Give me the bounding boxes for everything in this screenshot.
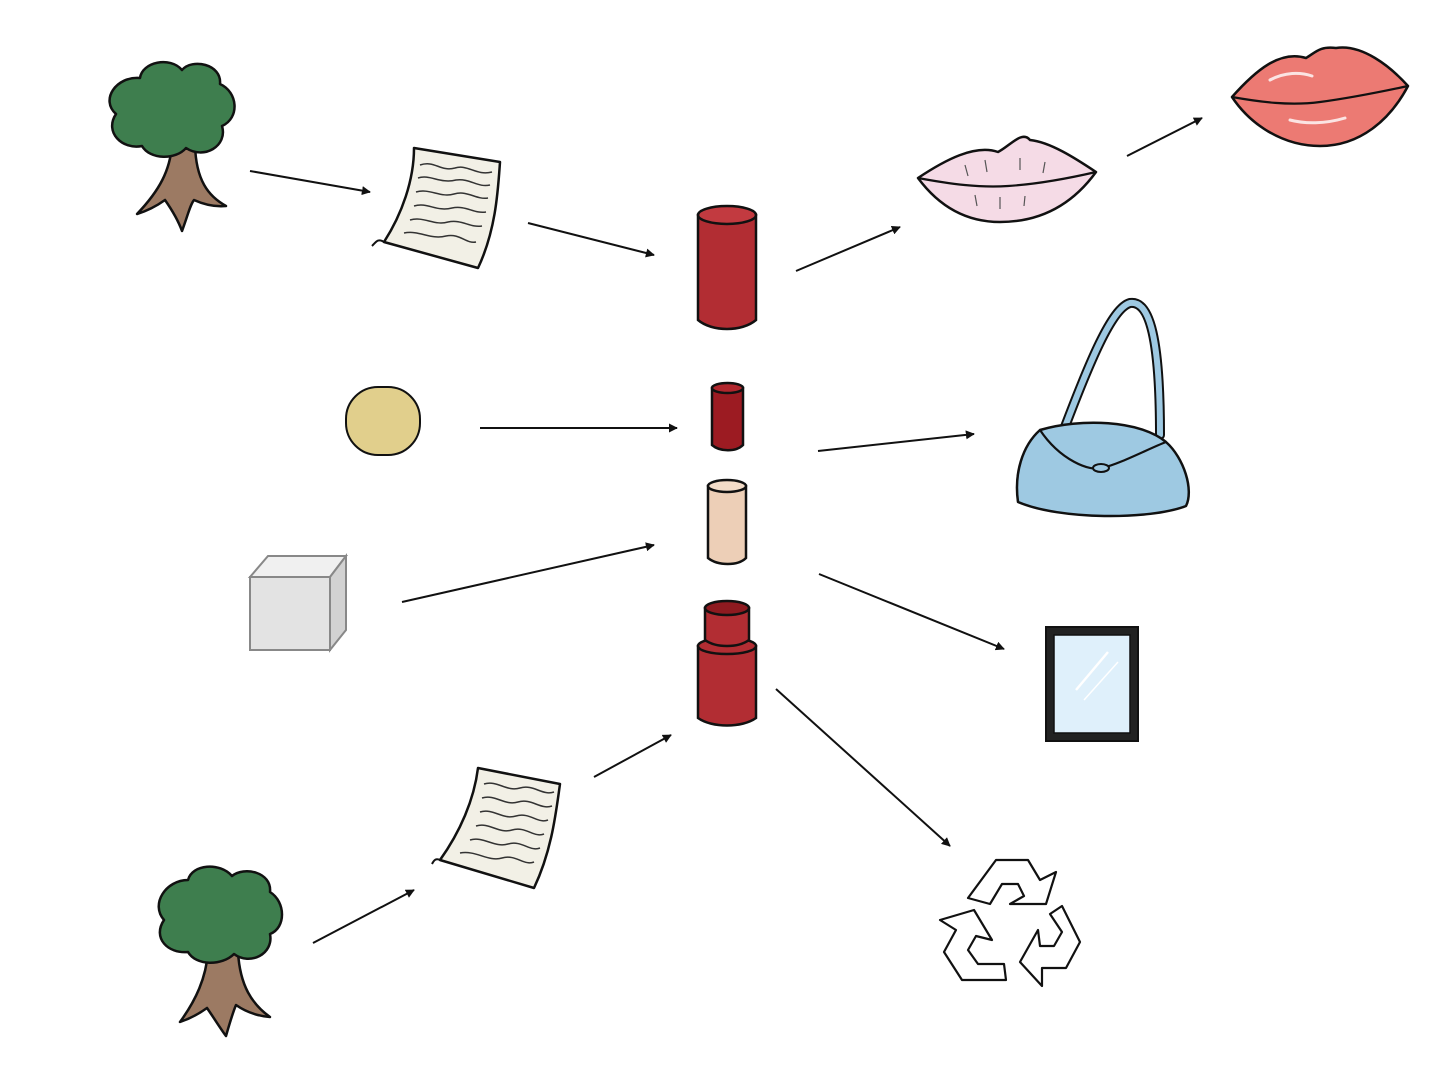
- handbag-icon: [1015, 297, 1191, 518]
- arrow-tube-large-to-lips-pale: [795, 226, 901, 272]
- arrow-cube-to-tube-beige: [401, 542, 655, 603]
- pale-lips-icon: [916, 135, 1098, 224]
- tree-icon: [157, 865, 284, 1038]
- mirror-icon: [1045, 626, 1139, 742]
- wax-disc-icon: [345, 386, 421, 456]
- paper-sheet-icon: [431, 766, 562, 890]
- arrow-tree-bottom-to-paper-bottom: [312, 889, 415, 944]
- capped-red-cylinder-icon: [696, 599, 758, 727]
- arrow-tube-beige-to-mirror: [818, 573, 1005, 651]
- arrow-paper-top-to-tube-large: [527, 222, 655, 258]
- beige-cylinder-icon: [706, 478, 748, 566]
- small-red-cylinder-icon: [710, 381, 745, 452]
- red-lips-icon: [1230, 46, 1410, 148]
- red-cylinder-icon: [696, 204, 758, 331]
- cube-icon: [247, 553, 349, 653]
- arrows: [249, 117, 1203, 944]
- arrow-tube-capped-to-recycle: [775, 688, 951, 847]
- arrow-lips-pale-to-lips-red: [1126, 117, 1203, 157]
- arrow-tree-top-to-paper-top: [249, 170, 371, 196]
- paper-sheet-icon: [371, 146, 502, 270]
- recycle-icon: [938, 858, 1082, 988]
- tree-icon: [108, 60, 236, 233]
- arrow-paper-bottom-to-tube-capped: [593, 734, 672, 778]
- arrow-tube-small-to-handbag: [817, 430, 975, 452]
